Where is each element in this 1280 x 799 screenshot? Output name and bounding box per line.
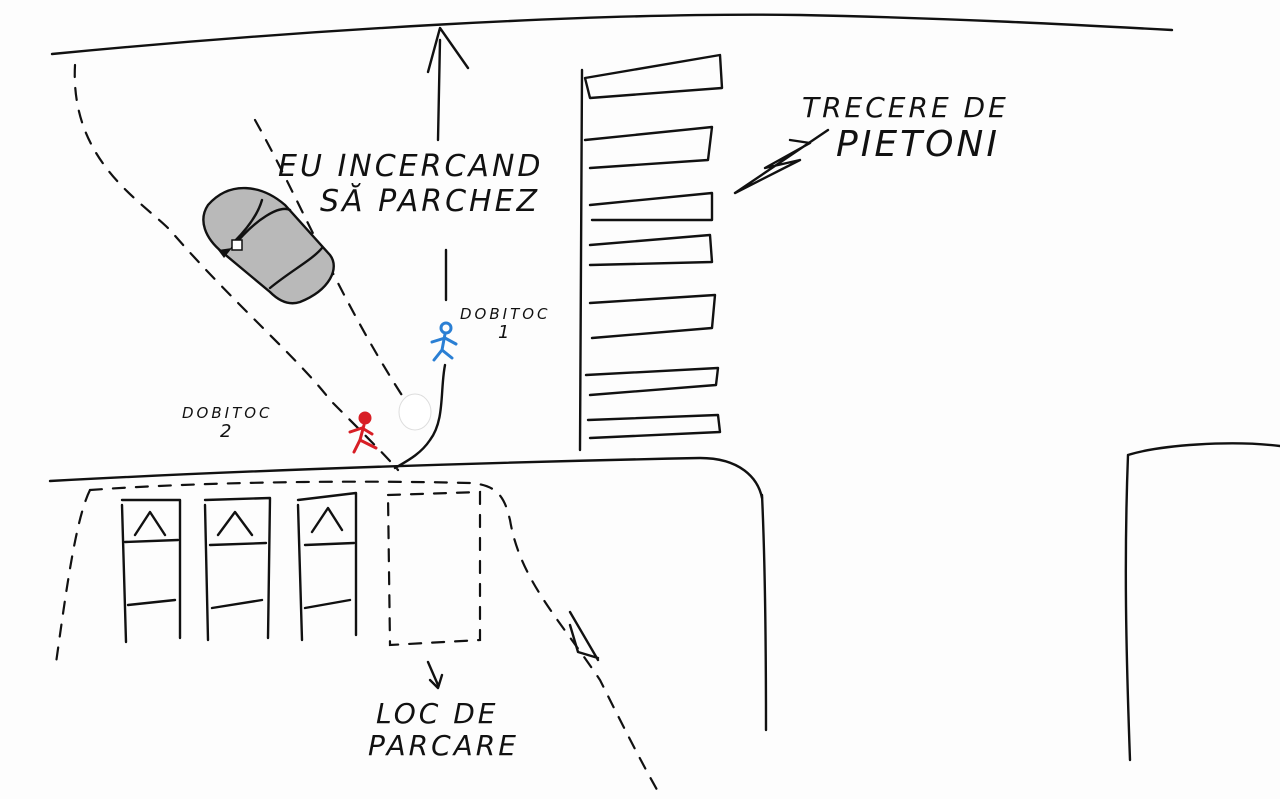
parking-lot-outline [88,480,662,797]
pedestrian-1-path [393,363,447,470]
pedestrian-crossing [578,53,724,452]
idiot-1-label-line-2: 1 [498,322,513,344]
pedestrian-2-stick-figure-icon [348,411,378,454]
side-street-left-edge [760,493,768,732]
crossing-pointer-arrow [733,128,830,195]
crosswalk-label: TRECERE DE PIETONI [802,91,1009,166]
road-edge-bottom [48,456,764,500]
crosswalk-label-line-2: PIETONI [836,124,1000,166]
car-trajectory [73,63,400,472]
parking-space-arrow [426,660,444,690]
erased-mark [398,393,432,431]
parking-space-label: LOC DE PARCARE [368,697,519,763]
crosswalk-label-line-1: TRECERE DE [802,91,1009,124]
idiot-1-label: DOBITOC 1 [460,305,551,344]
empty-parking-space [386,490,482,647]
direction-arrow-up [426,26,470,142]
parking-bay-2 [203,496,272,642]
road-edge-top [50,13,1174,56]
parking-bay-3 [296,491,358,642]
exit-arrow [568,610,600,662]
parking-label-line-2: PARCARE [368,729,519,763]
idiot-2-label-line-1: DOBITOC [182,404,273,422]
parking-label-line-1: LOC DE [376,697,499,730]
idiot-2-label-line-2: 2 [220,421,235,443]
pedestrian-1-stick-figure-icon [430,321,458,362]
idiot-1-label-line-1: DOBITOC [460,305,551,323]
parking-bay-1 [120,498,182,644]
car-top-view-icon [202,186,335,305]
side-street-right-edge [1124,442,1280,762]
idiot-2-label: DOBITOC 2 [182,404,273,443]
me-parking-label: EU INCERCAND SĂ PARCHEZ [278,149,544,219]
me-label-line-2: SĂ PARCHEZ [320,183,541,219]
me-label-line-1: EU INCERCAND [278,149,544,184]
